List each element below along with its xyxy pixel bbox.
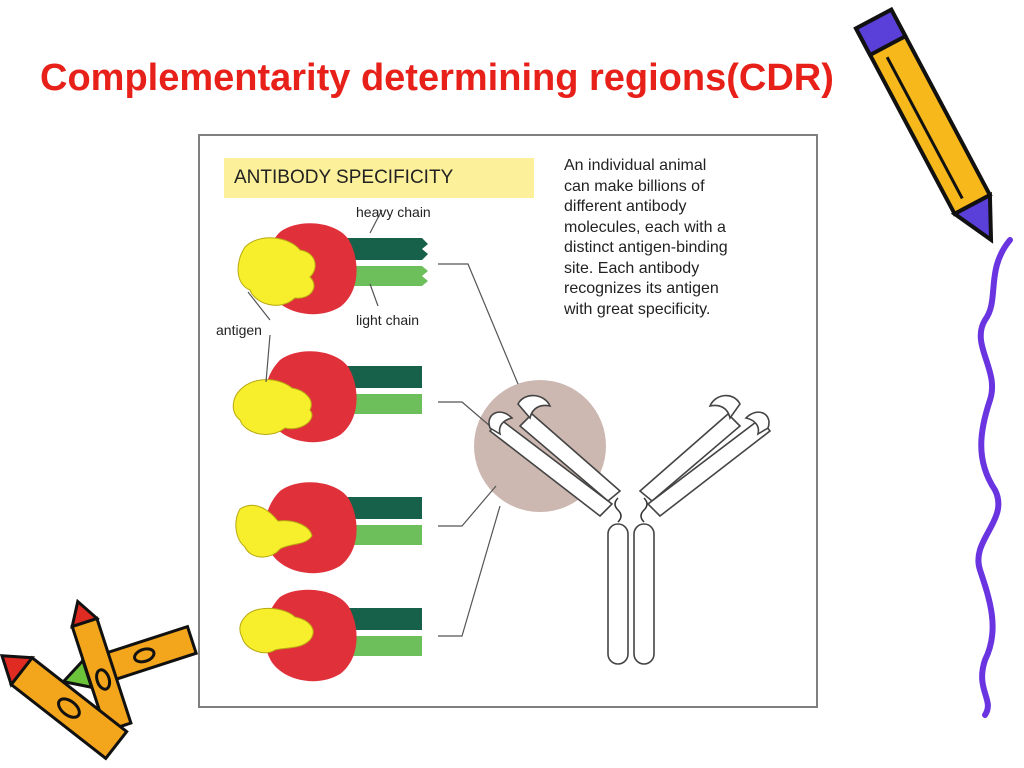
slide-title: Complementarity determining regions(CDR)	[40, 57, 834, 99]
label-light-chain: light chain	[356, 312, 420, 328]
pencil-icon	[853, 6, 994, 244]
label-heavy-chain: heavy chain	[356, 204, 431, 220]
antibody-diagram	[232, 209, 772, 682]
label-antigen: antigen	[216, 322, 262, 338]
figure-heading: ANTIBODY SPECIFICITY	[224, 158, 534, 198]
figure-caption: An individual animal can make billions o…	[564, 157, 728, 318]
hinge-region	[614, 497, 648, 523]
fragment-unit-2	[232, 351, 422, 443]
fragment-unit-4	[239, 589, 422, 682]
crayon-icon	[0, 654, 129, 761]
squiggle-line	[975, 237, 1013, 718]
pointer-lines	[247, 209, 519, 637]
fragment-unit-3	[235, 482, 422, 574]
fragment-unit-1	[237, 223, 428, 315]
antibody-y-shape	[488, 394, 772, 665]
antibody-figure: ANTIBODY SPECIFICITY An individual anima…	[198, 134, 818, 708]
crayon-icon	[70, 598, 133, 733]
